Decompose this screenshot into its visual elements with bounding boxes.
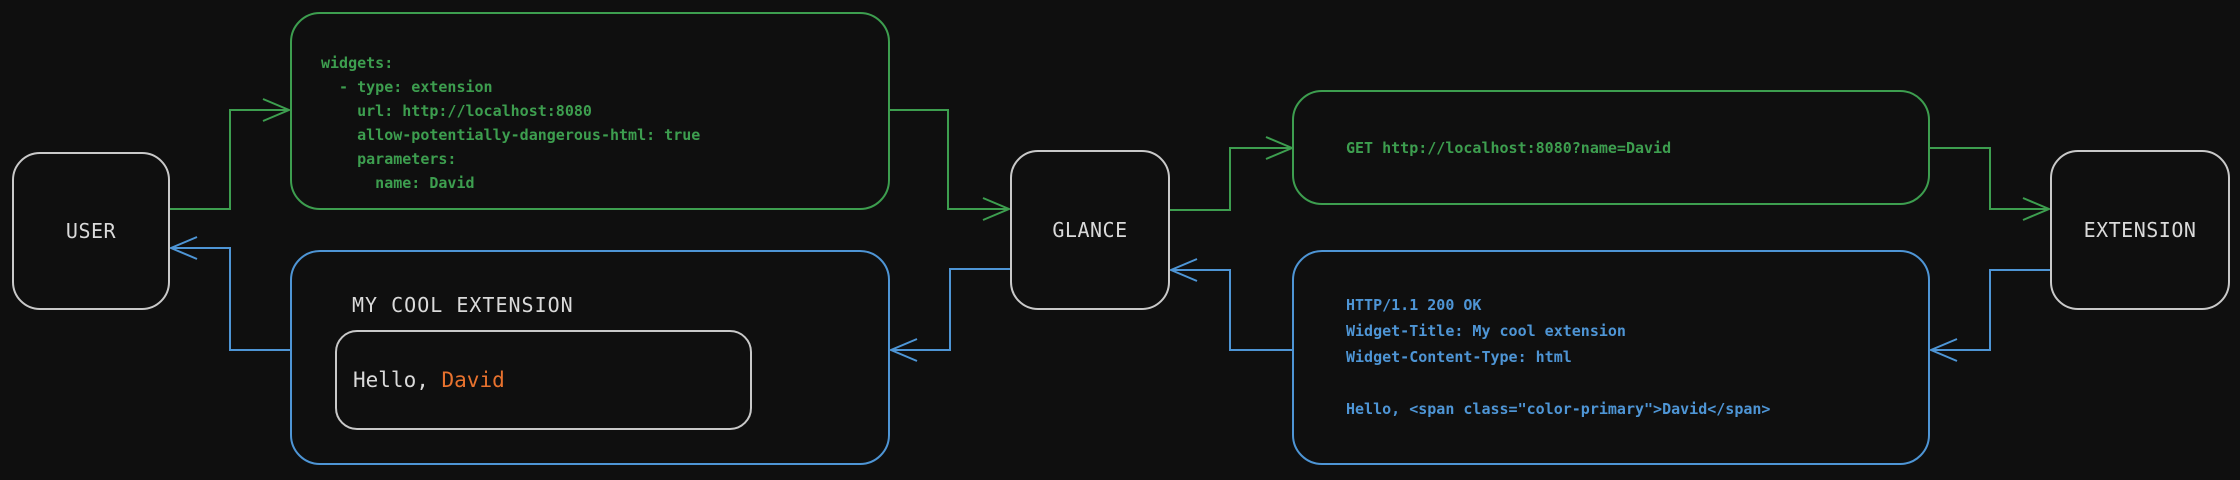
http-request-line: GET http://localhost:8080?name=David — [1346, 138, 1672, 157]
arrow-widget-to-user — [168, 236, 290, 351]
http-response-line — [1346, 370, 1928, 396]
config-yaml-line: widgets: — [321, 54, 394, 72]
http-response-line: HTTP/1.1 200 OK — [1346, 296, 1482, 314]
node-user-label: USER — [65, 219, 117, 243]
arrow-glance-to-request — [1170, 136, 1295, 211]
widget-preview-title: MY COOL EXTENSION — [352, 293, 574, 317]
http-response-line: Widget-Title: My cool extension — [1346, 322, 1626, 340]
node-glance: GLANCE — [1010, 150, 1170, 310]
widget-preview-box: MY COOL EXTENSION Hello, David — [290, 250, 890, 465]
widget-greeting-box: Hello, David — [335, 330, 752, 430]
node-user: USER — [12, 152, 170, 310]
greeting-name: David — [441, 368, 505, 392]
node-extension: EXTENSION — [2050, 150, 2230, 310]
config-yaml-line: - type: extension — [321, 78, 493, 96]
config-yaml-line: name: David — [321, 174, 475, 192]
arrow-response-to-glance — [1168, 258, 1292, 351]
http-request-box: GET http://localhost:8080?name=David — [1292, 90, 1930, 205]
http-response-line: Hello, <span class="color-primary">David… — [1346, 400, 1771, 418]
http-response-box: HTTP/1.1 200 OK Widget-Title: My cool ex… — [1292, 250, 1930, 465]
config-yaml-box: widgets: - type: extension url: http://l… — [290, 12, 890, 210]
config-yaml-line: allow-potentially-dangerous-html: true — [321, 126, 701, 144]
config-yaml-line: url: http://localhost:8080 — [321, 102, 592, 120]
arrow-glance-to-widget — [888, 268, 1010, 362]
arrow-config-to-glance — [890, 109, 1012, 221]
config-yaml-line: parameters: — [321, 150, 457, 168]
arrow-extension-to-response — [1928, 269, 2050, 362]
node-glance-label: GLANCE — [1052, 218, 1128, 242]
node-extension-label: EXTENSION — [2083, 218, 2197, 242]
http-response-line: Widget-Content-Type: html — [1346, 348, 1572, 366]
arrow-request-to-extension — [1930, 147, 2052, 221]
arrow-user-to-config — [170, 98, 292, 210]
greeting-prefix: Hello, — [353, 368, 442, 392]
